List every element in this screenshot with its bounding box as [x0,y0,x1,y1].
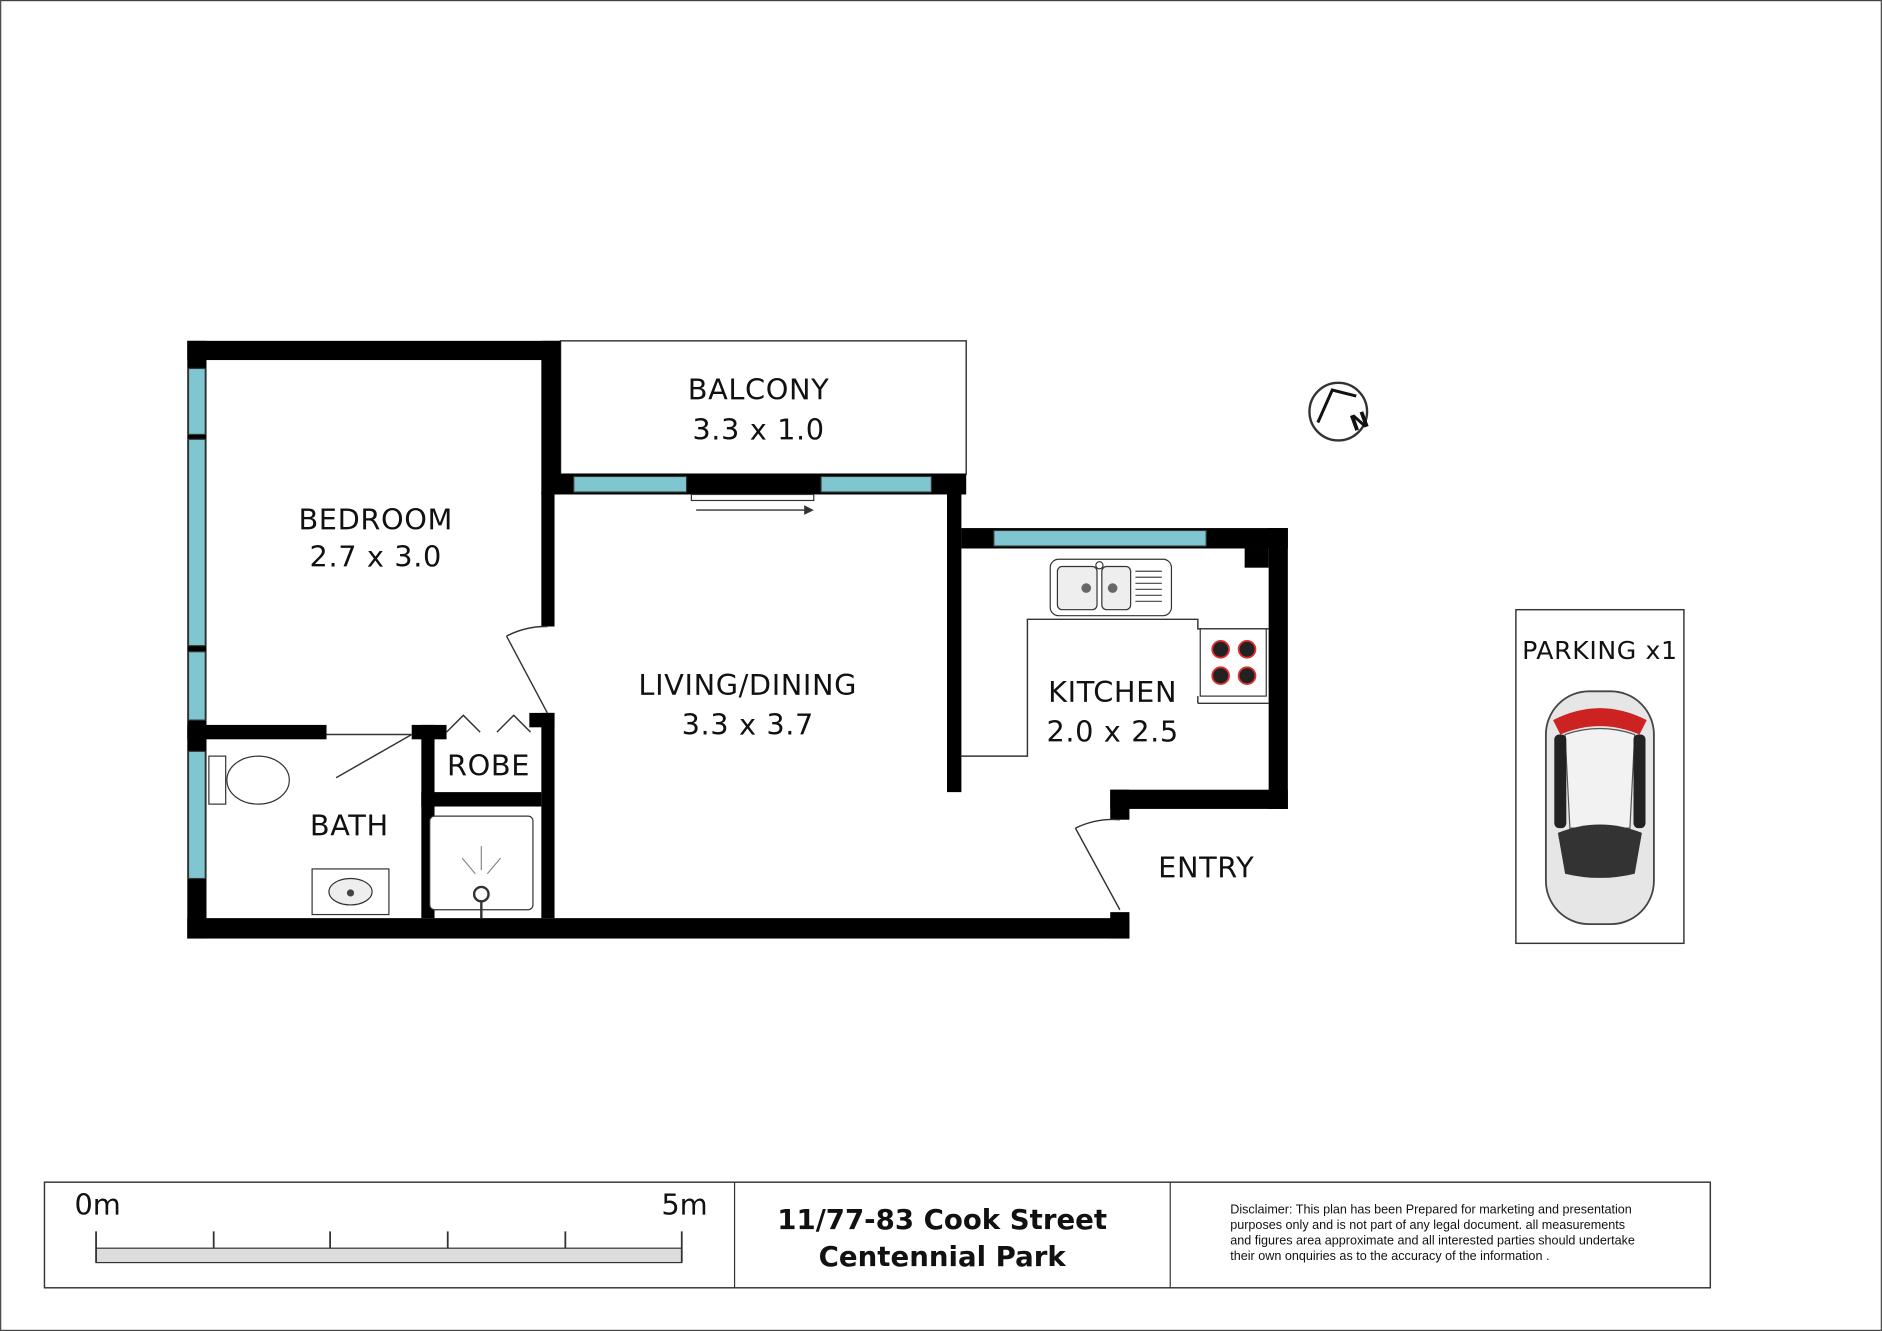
svg-text:their own onquiries as to the: their own onquiries as to the accuracy o… [1230,1249,1549,1263]
parking-box [1515,608,1685,945]
bedroom-label: BEDROOM [298,502,453,536]
svg-text:and figures area approximate a: and figures area approximate and all int… [1230,1234,1635,1248]
car-icon [1544,690,1655,926]
address-line-1: 11/77-83 Cook Street [777,1203,1107,1236]
title-block [43,1181,1712,1289]
windows [187,367,1207,880]
svg-text:Disclaimer: This plan has bee: Disclaimer: This plan has been Prepared … [1230,1202,1632,1216]
robe-label: ROBE [447,748,530,782]
shower-icon [429,815,534,919]
cooktop-icon [1199,628,1267,697]
address-line-2: Centennial Park [819,1240,1067,1273]
disclaimer: Disclaimer: This plan has been Prepared … [1230,1202,1635,1263]
kitchen-label: KITCHEN [1048,675,1177,709]
parking-label: PARKING x1 [1522,636,1678,665]
bath-label: BATH [310,808,389,842]
kitchen-size: 2.0 x 2.5 [1046,715,1178,749]
scale-end: 5m [661,1188,707,1222]
svg-text:purposes only and is not par: purposes only and is not part of any leg… [1230,1218,1625,1232]
scale-start: 0m [74,1188,120,1222]
balcony-label: BALCONY [688,373,830,407]
scale-bar: 0m 5m [74,1188,708,1264]
living-size: 3.3 x 3.7 [682,708,814,742]
entry-label: ENTRY [1158,850,1254,884]
doors [326,625,1121,911]
basin-icon [311,868,390,916]
living-label: LIVING/DINING [638,668,857,702]
toilet-icon [208,755,290,805]
sliding-door [690,493,815,515]
balcony-size: 3.3 x 1.0 [692,412,824,446]
bedroom-size: 2.7 x 3.0 [310,539,442,573]
sink-icon [1049,558,1173,617]
